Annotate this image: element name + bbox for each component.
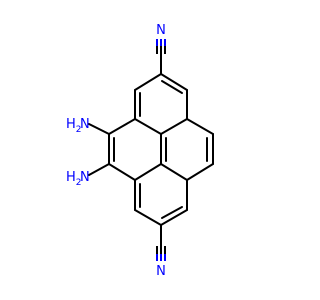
bond (134, 163, 162, 181)
h-letter: H (66, 117, 76, 132)
amino-upper: H2 N (66, 117, 90, 135)
bond (108, 163, 136, 181)
amino-lower: H2 N (66, 170, 90, 188)
subscript: 2 (76, 178, 82, 188)
pyrene-structure-diagram: N N H2 N H2 N (0, 0, 300, 300)
nitrile-top: N (156, 23, 166, 54)
bond-to-nh2-lower (88, 163, 110, 176)
nitrogen-label-top: N (156, 23, 166, 38)
subscript: 2 (76, 125, 82, 135)
bond (160, 163, 188, 181)
amino-n-lower: N (80, 170, 90, 185)
bond (134, 73, 162, 91)
amino-h-lower: H2 (66, 170, 82, 188)
bond (186, 163, 214, 181)
bond (108, 118, 136, 135)
bond (160, 209, 188, 226)
bond-to-nh2-upper (88, 123, 110, 135)
bond (160, 73, 188, 91)
h-letter: H (66, 170, 76, 185)
bond (134, 118, 162, 135)
bond (160, 118, 188, 135)
substituent-bonds (88, 53, 162, 247)
nitrogen-label-bottom: N (156, 264, 166, 279)
bond (161, 206, 183, 219)
bond (134, 209, 162, 226)
amino-h-upper: H2 (66, 117, 82, 135)
bond (186, 118, 214, 135)
background (0, 0, 300, 300)
ring-bonds (108, 73, 214, 226)
amino-n-upper: N (80, 117, 90, 132)
nitrile-bottom: N (156, 246, 166, 279)
bond (161, 80, 183, 94)
